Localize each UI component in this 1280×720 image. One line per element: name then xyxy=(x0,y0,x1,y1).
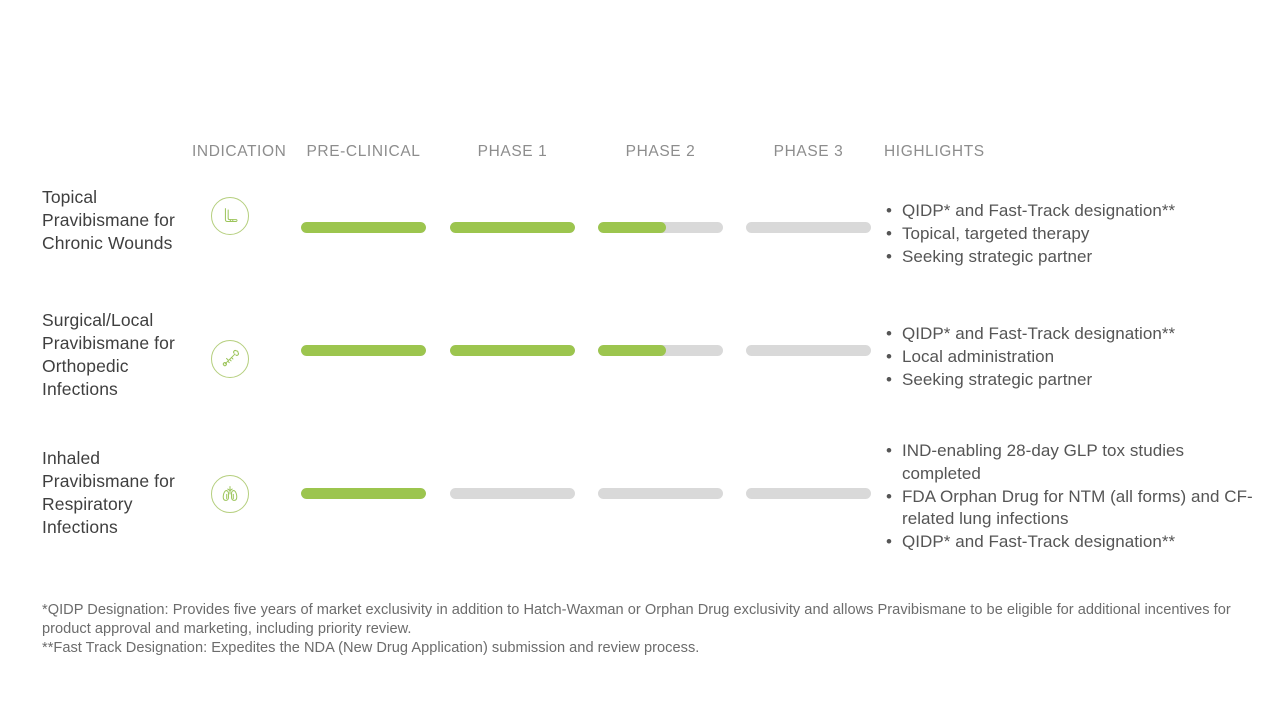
pipeline-row: Topical Pravibismane for Chronic Wounds … xyxy=(0,186,1280,296)
bullet-glyph: • xyxy=(886,369,893,389)
progress-bar-phase3 xyxy=(746,488,871,499)
highlight-item: • Seeking strategic partner xyxy=(884,246,1256,269)
highlight-item: • Local administration xyxy=(884,346,1256,369)
progress-fill xyxy=(450,345,575,356)
indication-label: Surgical/Local Pravibismane for Orthoped… xyxy=(42,310,175,399)
bullet-glyph: • xyxy=(886,201,893,220)
bullet-glyph: • xyxy=(886,246,893,266)
column-header-row: INDICATION PRE-CLINICAL PHASE 1 PHASE 2 … xyxy=(0,143,1280,165)
highlight-item: • IND-enabling 28-day GLP tox studies co… xyxy=(884,440,1256,486)
lungs-icon xyxy=(211,475,249,513)
progress-fill xyxy=(301,222,426,233)
highlight-text: Local administration xyxy=(902,346,1055,366)
progress-fill xyxy=(598,222,666,233)
highlight-item: • QIDP* and Fast-Track designation** xyxy=(884,200,1256,223)
column-header-phase1: PHASE 1 xyxy=(477,143,548,160)
progress-fill xyxy=(598,345,666,356)
bullet-glyph: • xyxy=(886,486,893,506)
progress-bar-phase2 xyxy=(598,488,723,499)
highlight-text: Seeking strategic partner xyxy=(902,369,1093,389)
bullet-glyph: • xyxy=(886,346,893,366)
highlights-list: • IND-enabling 28-day GLP tox studies co… xyxy=(884,440,1256,554)
progress-bar-preclinical xyxy=(301,222,426,233)
column-header-preclinical: PRE-CLINICAL xyxy=(306,143,421,160)
progress-bar-preclinical xyxy=(301,345,426,356)
footnotes: *QIDP Designation: Provides five years o… xyxy=(42,601,1247,659)
highlights-list: • QIDP* and Fast-Track designation** • L… xyxy=(884,323,1256,391)
progress-fill xyxy=(301,345,426,356)
highlight-text: QIDP* and Fast-Track designation** xyxy=(902,201,1176,220)
highlight-item: • FDA Orphan Drug for NTM (all forms) an… xyxy=(884,486,1256,532)
highlight-item: • QIDP* and Fast-Track designation** xyxy=(884,531,1256,554)
highlight-item: • Topical, targeted therapy xyxy=(884,223,1256,246)
highlight-text: IND-enabling 28-day GLP tox studies comp… xyxy=(902,441,1185,483)
progress-bar-phase2 xyxy=(598,222,723,233)
indication-label: Topical Pravibismane for Chronic Wounds xyxy=(42,187,175,253)
progress-fill xyxy=(301,488,426,499)
foot-icon xyxy=(211,197,249,235)
pipeline-row: Surgical/Local Pravibismane for Orthoped… xyxy=(0,309,1280,419)
progress-bar-phase1 xyxy=(450,222,575,233)
highlight-text: QIDP* and Fast-Track designation** xyxy=(902,324,1176,343)
column-header-indication: INDICATION xyxy=(192,143,287,160)
highlight-text: QIDP* and Fast-Track designation** xyxy=(902,532,1176,552)
highlights-list: • QIDP* and Fast-Track designation** • T… xyxy=(884,200,1256,268)
highlight-text: Seeking strategic partner xyxy=(902,246,1093,266)
footnote-qidp: *QIDP Designation: Provides five years o… xyxy=(42,602,1231,638)
footnote-fast-track: **Fast Track Designation: Expedites the … xyxy=(42,640,700,657)
highlight-item: • Seeking strategic partner xyxy=(884,369,1256,392)
progress-bar-phase2 xyxy=(598,345,723,356)
highlight-text: Topical, targeted therapy xyxy=(902,223,1090,243)
bullet-glyph: • xyxy=(886,441,893,460)
column-header-phase2: PHASE 2 xyxy=(625,143,696,160)
column-header-phase3: PHASE 3 xyxy=(773,143,844,160)
bullet-glyph: • xyxy=(886,223,893,243)
progress-bar-preclinical xyxy=(301,488,426,499)
bullet-glyph: • xyxy=(886,532,893,552)
progress-bar-phase1 xyxy=(450,345,575,356)
bone-screw-icon xyxy=(211,340,249,378)
bullet-glyph: • xyxy=(886,324,893,343)
indication-label: Inhaled Pravibismane for Respiratory Inf… xyxy=(42,448,175,537)
progress-bar-phase3 xyxy=(746,345,871,356)
progress-bar-phase1 xyxy=(450,488,575,499)
highlight-item: • QIDP* and Fast-Track designation** xyxy=(884,323,1256,346)
progress-fill xyxy=(450,222,575,233)
column-header-highlights: HIGHLIGHTS xyxy=(884,143,985,160)
progress-bar-phase3 xyxy=(746,222,871,233)
highlight-text: FDA Orphan Drug for NTM (all forms) and … xyxy=(902,486,1253,529)
pipeline-row: Inhaled Pravibismane for Respiratory Inf… xyxy=(0,441,1280,567)
